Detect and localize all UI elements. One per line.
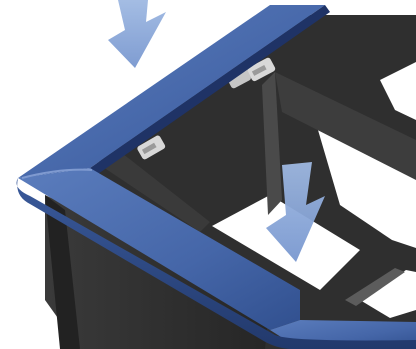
frame-assembly-diagram: [0, 0, 416, 349]
frame-illustration: [0, 0, 416, 349]
